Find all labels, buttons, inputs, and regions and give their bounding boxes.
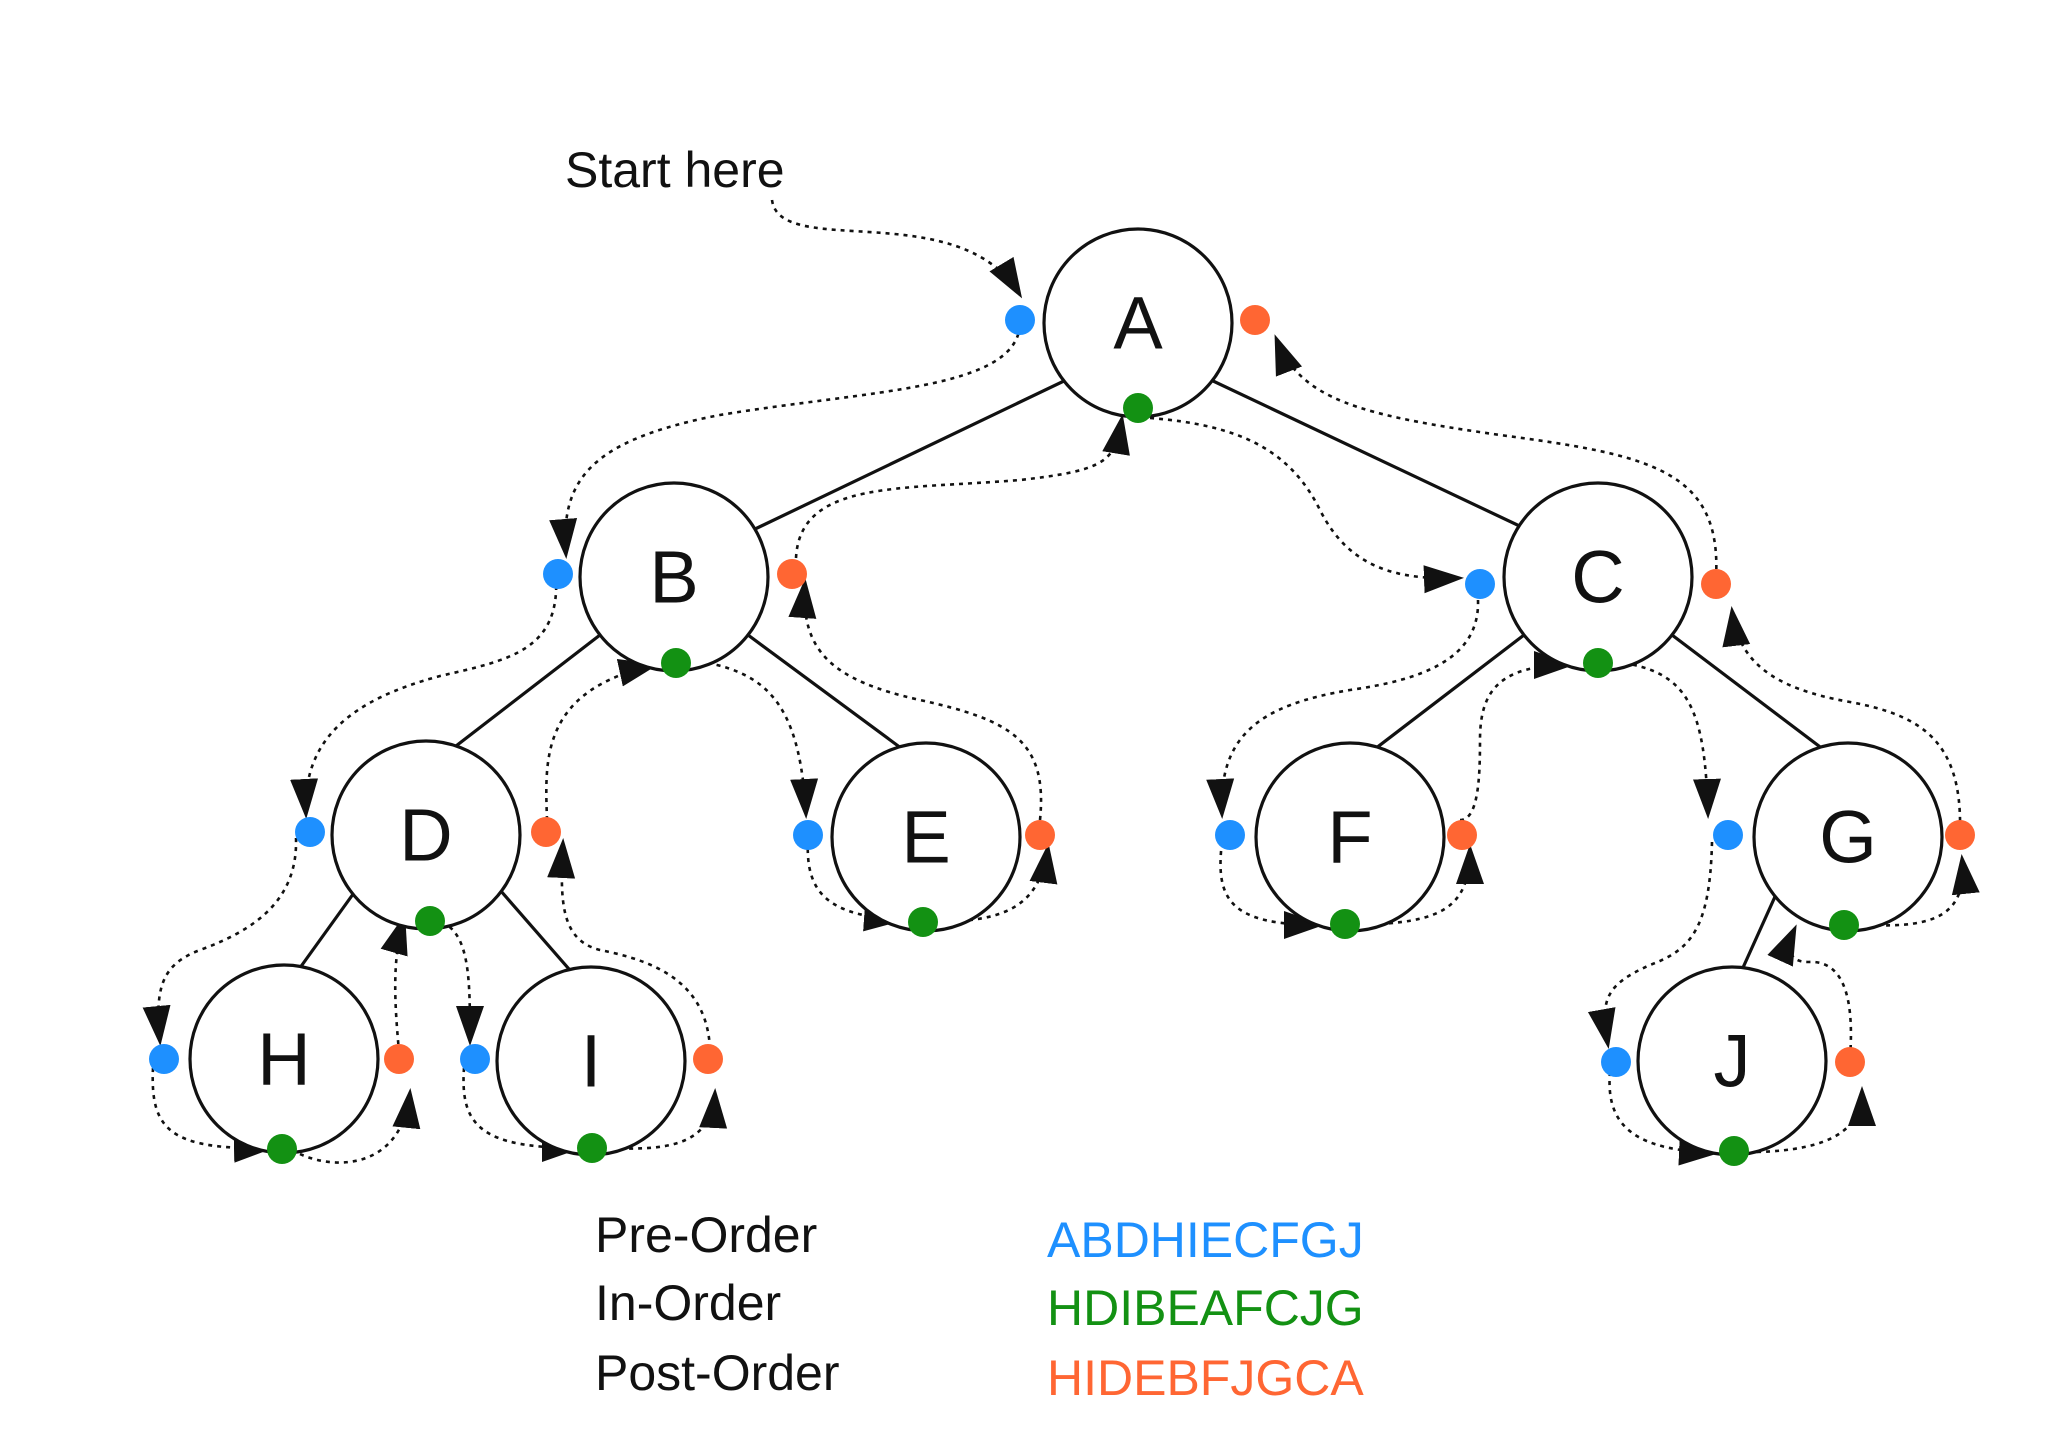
node-label-f: F [1327,796,1372,879]
pre-dot-j [1601,1047,1631,1077]
post-dot-j [1835,1047,1865,1077]
path-g-to-c [1867,854,1980,927]
node-label-h: H [257,1018,310,1101]
path-b-to-e [689,658,819,819]
path-c-to-a [1274,334,1718,579]
node-e: E [830,741,1022,933]
post-dot-e [1025,820,1055,850]
edge-c-f [1349,633,1525,770]
pre-dot-c [1465,569,1495,599]
path-d-to-h [142,837,298,1046]
path-h-to-d [380,914,408,1063]
pre-dot-b [543,559,573,589]
post-dot-a [1240,305,1270,335]
in-dot-i [577,1133,607,1163]
path-d-to-i [441,920,484,1046]
in-dot-a [1123,393,1153,423]
tree-edges [282,378,1849,994]
pre-dot-a [1005,305,1035,335]
node-b: B [578,481,770,673]
node-label-g: G [1819,796,1877,879]
edge-a-b [752,378,1067,532]
path-a-to-b [549,324,1022,559]
path-f-to-c [1459,651,1574,822]
pre-dot-h [149,1044,179,1074]
legend-post-label: Post-Order [595,1345,840,1401]
path-i-to-d [547,838,712,1059]
edge-b-d [429,633,601,768]
legend-in-label: In-Order [595,1275,781,1331]
path-e-to-b [788,578,1043,821]
in-dot-b [661,648,691,678]
in-dot-h [267,1134,297,1164]
start-label: Start here [565,142,785,198]
edge-a-c [1210,378,1529,532]
node-label-d: D [399,794,452,877]
post-dot-h [384,1044,414,1074]
legend-post-value: HIDEBFJGCA [1047,1350,1364,1406]
path-h-bottom-right [291,1088,421,1164]
in-dot-j [1719,1136,1749,1166]
post-dot-b [777,559,807,589]
path-c-to-f [1206,599,1480,819]
legend: Pre-Order ABDHIECFGJ In-Order HDIBEAFCJG… [595,1207,1364,1406]
legend-in-value: HDIBEAFCJG [1047,1280,1364,1336]
node-label-a: A [1113,282,1163,365]
in-dot-f [1330,909,1360,939]
post-dot-c [1701,569,1731,599]
in-dot-g [1829,910,1859,940]
edge-c-g [1671,633,1849,770]
path-h-bottom-left [151,1067,274,1163]
path-g-up-to-c [1722,606,1962,831]
tree-nodes: A B C D E F G H [188,227,1944,1157]
node-label-e: E [901,796,950,879]
in-dot-c [1583,648,1613,678]
post-dot-f [1447,820,1477,850]
node-i: I [495,965,687,1157]
pre-dot-f [1215,820,1245,850]
node-label-j: J [1714,1020,1751,1103]
node-a: A [1042,227,1234,419]
path-a-to-c [1149,416,1464,594]
legend-pre-value: ABDHIECFGJ [1047,1212,1364,1268]
node-j: J [1636,965,1828,1157]
path-c-to-g [1614,660,1721,819]
in-dot-e [908,907,938,937]
node-g: G [1752,741,1944,933]
pre-dot-e [793,820,823,850]
node-label-i: I [581,1020,602,1103]
start-arrow [770,199,1023,299]
path-j-to-g [1767,924,1853,1059]
post-dot-i [693,1044,723,1074]
path-j-bottom-right [1756,1086,1876,1154]
node-c: C [1502,481,1694,673]
path-b-to-d [290,576,558,819]
path-i-bottom-left [462,1067,582,1162]
post-dot-d [531,817,561,847]
path-j-bottom-left [1608,1071,1719,1166]
path-b-to-a [794,414,1130,559]
visit-markers [149,305,1975,1166]
node-label-b: B [649,536,698,619]
legend-pre-label: Pre-Order [595,1207,817,1263]
post-dot-g [1945,820,1975,850]
pre-dot-i [460,1044,490,1074]
pre-dot-d [295,817,325,847]
node-h: H [188,963,380,1155]
node-d: D [330,739,522,931]
pre-dot-g [1713,820,1743,850]
in-dot-d [415,906,445,936]
node-f: F [1254,741,1446,933]
node-label-c: C [1571,536,1624,619]
path-d-to-b [545,658,659,821]
path-f-bottom-left [1219,841,1324,939]
